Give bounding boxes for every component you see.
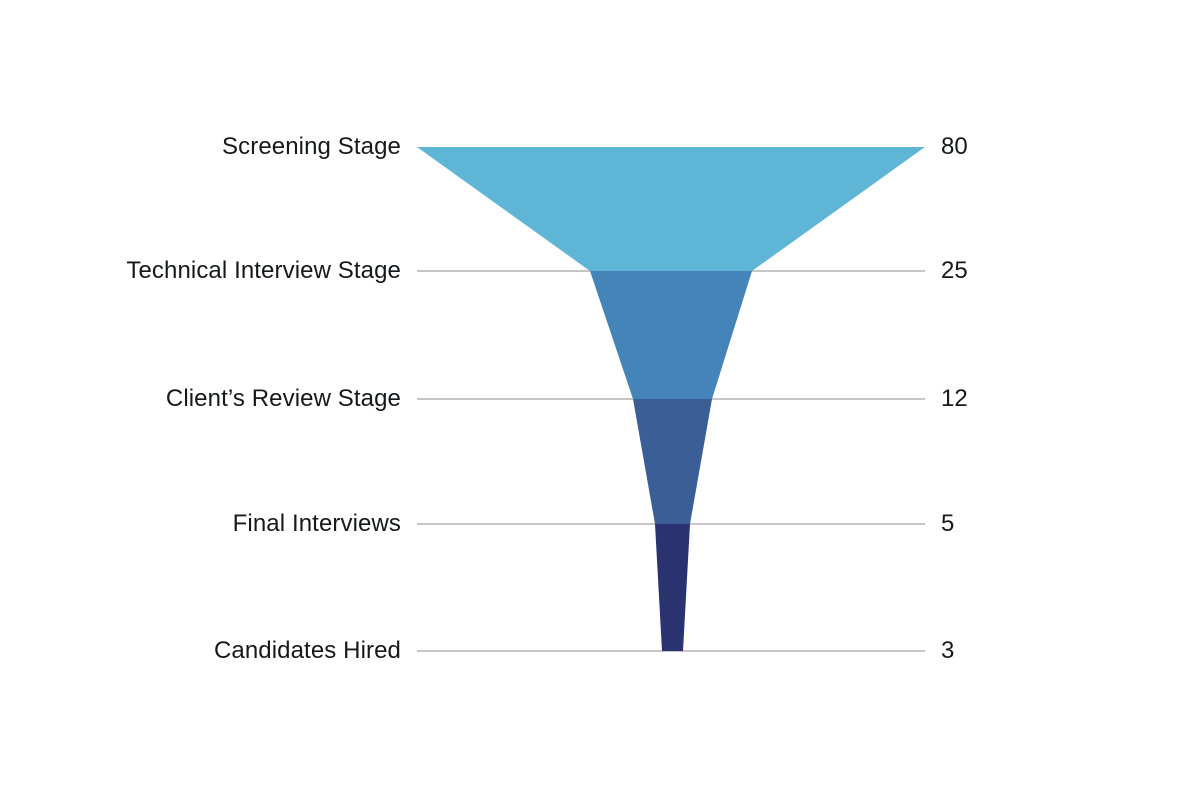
- stage-value-technical-interview: 25: [941, 257, 968, 284]
- funnel-bands: [417, 147, 925, 651]
- stage-value-screening: 80: [941, 133, 968, 160]
- stage-label-candidates-hired[interactable]: Candidates Hired: [213, 637, 401, 664]
- stage-labels-column: Screening Stage Technical Interview Stag…: [0, 0, 401, 802]
- stage-label-clients-review[interactable]: Client’s Review Stage: [165, 385, 401, 412]
- stage-label-screening[interactable]: Screening Stage: [222, 133, 401, 160]
- funnel-band-3[interactable]: [633, 399, 712, 524]
- stage-value-candidates-hired: 3: [941, 637, 955, 664]
- funnel-band-2[interactable]: [590, 271, 752, 399]
- funnel-band-1[interactable]: [417, 147, 925, 271]
- funnel-band-4[interactable]: [655, 524, 690, 651]
- stage-values-column: 80 25 12 5 3: [941, 0, 1061, 802]
- stage-label-technical-interview[interactable]: Technical Interview Stage: [126, 257, 401, 284]
- stage-value-final-interviews: 5: [941, 510, 955, 537]
- stage-label-final-interviews[interactable]: Final Interviews: [232, 510, 401, 537]
- stage-value-clients-review: 12: [941, 385, 968, 412]
